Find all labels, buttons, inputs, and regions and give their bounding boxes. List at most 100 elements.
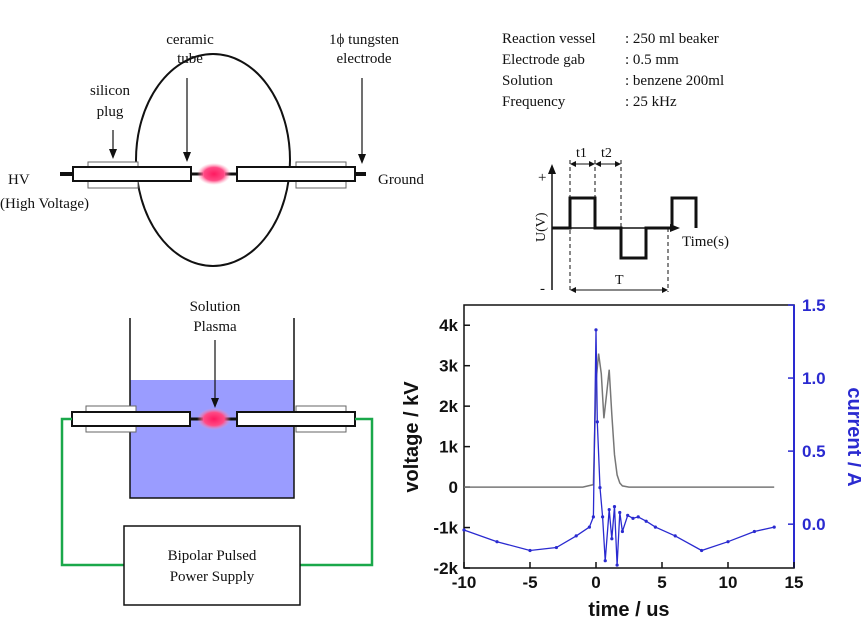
param-value-2: : benzene 200ml bbox=[625, 73, 724, 89]
right-supply-wire bbox=[300, 417, 374, 567]
left-y-tick-label: 0 bbox=[449, 478, 458, 497]
param-value-0: : 250 ml beaker bbox=[625, 31, 719, 47]
text-line: Plasma bbox=[193, 319, 237, 335]
period-label: T bbox=[615, 273, 624, 288]
current-point bbox=[594, 328, 598, 332]
left-y-tick-label: 4k bbox=[439, 316, 458, 335]
current-point bbox=[610, 537, 614, 541]
bipolar-waveform-diagram: t1 t2 + - U(V) Time(s) T bbox=[534, 146, 729, 297]
minus-label: - bbox=[540, 281, 545, 297]
current-series-line bbox=[463, 329, 775, 566]
reaction-vessel-circle bbox=[135, 53, 291, 267]
x-tick-label: -10 bbox=[452, 573, 477, 592]
solution-fill bbox=[130, 380, 294, 498]
left-axis-title: voltage / kV bbox=[401, 381, 423, 493]
right-y-tick-label: 1.5 bbox=[802, 296, 826, 315]
current-point bbox=[618, 510, 622, 515]
plasma-arrowhead bbox=[211, 398, 219, 408]
x-ticks: -10 -5 0 5 10 15 bbox=[452, 562, 804, 592]
bottom-left-tube bbox=[71, 411, 191, 427]
power-supply-box bbox=[123, 525, 301, 606]
silicon-plug-label: silicon plug bbox=[90, 83, 130, 120]
ground-label: Ground bbox=[378, 172, 424, 188]
param-name-2: Solution bbox=[502, 73, 553, 89]
current-point bbox=[700, 548, 704, 553]
text-line: Power Supply bbox=[170, 569, 255, 585]
current-point bbox=[601, 515, 605, 519]
x-axis-title: time / us bbox=[588, 599, 669, 621]
t2-arrow-left bbox=[595, 161, 601, 167]
t2-arrow-right bbox=[615, 161, 621, 167]
plasma-glow-top bbox=[197, 163, 231, 185]
right-y-tick-label: 1.0 bbox=[802, 369, 826, 388]
tungsten-arrowhead bbox=[358, 154, 366, 164]
period-arrow-right bbox=[662, 287, 668, 293]
current-point bbox=[528, 548, 532, 553]
x-tick-label: 5 bbox=[657, 573, 666, 592]
current-point bbox=[772, 525, 776, 529]
current-point bbox=[653, 525, 658, 529]
x-tick-label: -5 bbox=[522, 573, 537, 592]
plus-label: + bbox=[538, 170, 546, 186]
right-y-ticks: 0.0 0.5 1.0 1.5 bbox=[788, 296, 826, 534]
current-point bbox=[495, 540, 499, 544]
left-y-tick-label: -2k bbox=[433, 559, 458, 578]
ceramic-tube-arrowhead bbox=[183, 152, 191, 162]
param-value-1: : 0.5 mm bbox=[625, 52, 679, 68]
x-tick-label: 0 bbox=[591, 573, 600, 592]
x-tick-label: 10 bbox=[719, 573, 738, 592]
plot-frame bbox=[463, 304, 795, 569]
left-supply-wire bbox=[60, 417, 124, 567]
text-line: tube bbox=[177, 51, 203, 67]
current-point bbox=[554, 545, 559, 550]
parameter-table: Reaction vessel : 250 ml beaker Electrod… bbox=[502, 31, 724, 110]
ceramic-tube-label: ceramic tube bbox=[166, 32, 214, 67]
hv-label: HV bbox=[8, 172, 30, 188]
high-voltage-label: (High Voltage) bbox=[0, 196, 89, 212]
current-point bbox=[462, 528, 466, 532]
text-line: electrode bbox=[337, 51, 392, 67]
plasma-glow-bottom bbox=[197, 408, 231, 430]
x-tick-label: 15 bbox=[785, 573, 804, 592]
current-point bbox=[603, 559, 607, 563]
param-name-3: Frequency bbox=[502, 94, 566, 110]
top-electrode-diagram: ceramic tube 1ϕ tungsten electrode silicon… bbox=[0, 32, 424, 267]
text-line: 1ϕ tungsten bbox=[329, 32, 399, 48]
current-point bbox=[726, 540, 730, 544]
text-line: ceramic bbox=[166, 32, 214, 48]
u-axis-label: U(V) bbox=[534, 212, 549, 242]
tungsten-electrode-label: 1ϕ tungsten electrode bbox=[329, 32, 399, 67]
chart-series bbox=[462, 328, 776, 567]
right-axis-title: current / A bbox=[843, 387, 861, 486]
t1-arrow-left bbox=[570, 161, 576, 167]
t1-arrow-right bbox=[589, 161, 595, 167]
text-line: silicon bbox=[90, 83, 130, 99]
current-point bbox=[612, 505, 617, 509]
current-point bbox=[598, 486, 602, 490]
time-axis-label: Time(s) bbox=[682, 234, 729, 250]
current-point bbox=[636, 515, 640, 519]
left-y-tick-label: 2k bbox=[439, 397, 458, 416]
text-line: Solution bbox=[190, 299, 241, 315]
right-y-tick-label: 0.0 bbox=[802, 515, 826, 534]
current-point bbox=[591, 515, 595, 519]
silicon-plug-arrowhead bbox=[109, 149, 117, 159]
left-y-tick-label: -1k bbox=[433, 519, 458, 538]
current-point bbox=[587, 525, 592, 529]
right-y-tick-label: 0.5 bbox=[802, 442, 826, 461]
current-point bbox=[644, 519, 648, 523]
text-line: plug bbox=[97, 104, 124, 120]
param-value-3: : 25 kHz bbox=[625, 94, 677, 110]
bottom-right-tube bbox=[236, 411, 356, 427]
current-point bbox=[615, 563, 619, 567]
current-point bbox=[626, 513, 630, 518]
current-point bbox=[752, 529, 757, 534]
param-name-0: Reaction vessel bbox=[502, 31, 596, 47]
text-line: Bipolar Pulsed bbox=[168, 548, 257, 564]
